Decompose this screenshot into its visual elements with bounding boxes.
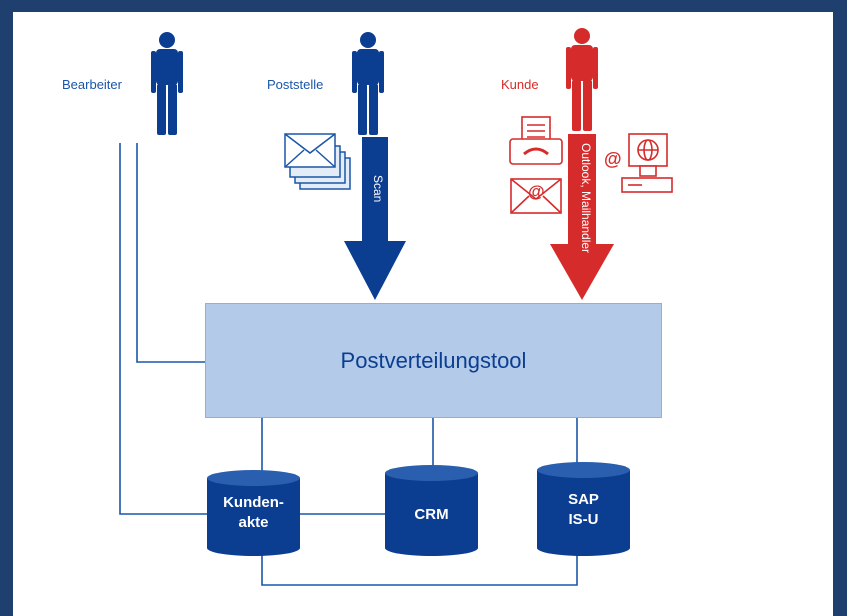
email-envelope-icon bbox=[510, 178, 562, 214]
poststelle-label: Poststelle bbox=[267, 77, 324, 92]
computer-at-sign-icon: @ bbox=[604, 149, 622, 169]
bearbeiter-kundenakte-line bbox=[119, 143, 207, 515]
postverteilungstool-label: Postverteilungstool bbox=[340, 347, 527, 373]
outlook-mailhandler-label: Outlook, Mailhandler bbox=[579, 143, 593, 254]
kundenakte-sap-line bbox=[261, 548, 578, 586]
crm-database-icon bbox=[385, 465, 478, 556]
envelope-at-sign-icon: @ bbox=[528, 182, 545, 201]
crm-label: CRM bbox=[414, 506, 449, 523]
computer-web-icon bbox=[621, 133, 673, 193]
kunde-label: Kunde bbox=[501, 77, 539, 92]
poststelle-person-icon bbox=[352, 32, 384, 135]
sap-database-icon bbox=[537, 462, 630, 556]
sap-isu-label: SAP IS-U bbox=[568, 491, 599, 528]
scan-label: Scan bbox=[371, 175, 385, 203]
letter-stack-icon bbox=[284, 133, 351, 190]
postverteilungstool-box: Postverteilungstool bbox=[205, 303, 662, 418]
bearbeiter-label: Bearbeiter bbox=[62, 77, 122, 92]
outlook-arrow bbox=[550, 134, 614, 300]
kunde-person-icon bbox=[566, 28, 598, 131]
bearbeiter-tool-line bbox=[136, 143, 205, 363]
fax-icon bbox=[509, 116, 563, 165]
kundenakte-label: Kunden- akte bbox=[223, 494, 284, 531]
scan-arrow bbox=[344, 137, 406, 300]
kundenakte-database-icon bbox=[207, 470, 300, 556]
bearbeiter-person-icon bbox=[151, 32, 183, 135]
